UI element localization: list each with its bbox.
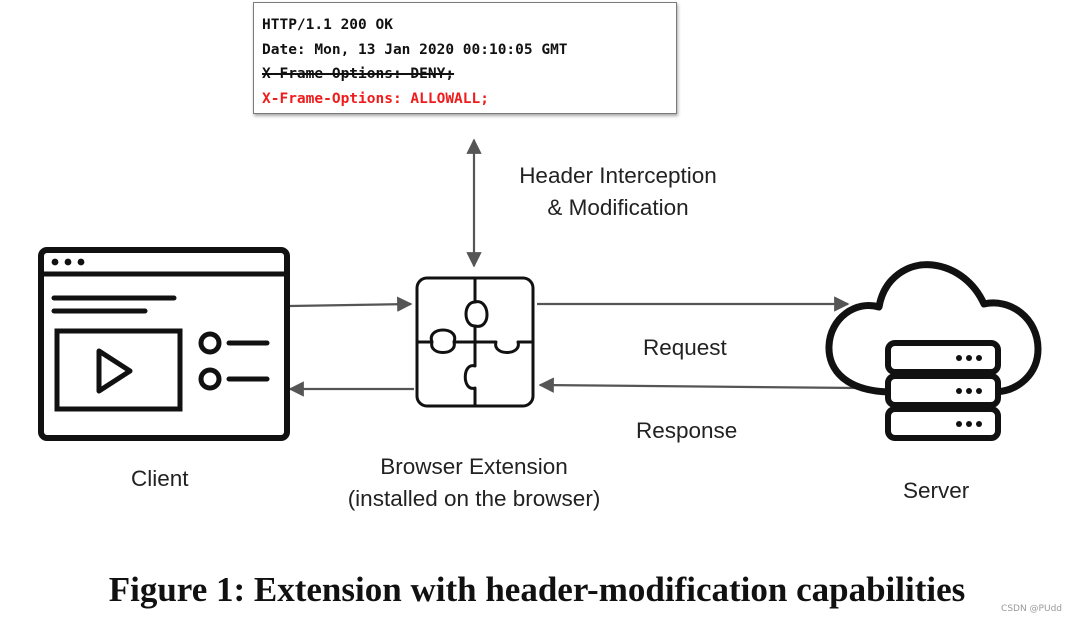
http-response-box: HTTP/1.1 200 OK Date: Mon, 13 Jan 2020 0…: [253, 2, 677, 114]
server-label: Server: [903, 478, 970, 503]
puzzle-icon: [415, 276, 535, 408]
response-label: Response: [636, 418, 738, 443]
interception-label-line1: Header Interception: [519, 163, 717, 188]
response-arrow: [538, 377, 859, 393]
browser-window-icon: [38, 247, 290, 441]
http-status-line: HTTP/1.1 200 OK: [262, 17, 393, 33]
extension-label-line2: (installed on the browser): [347, 486, 601, 511]
interception-label-line2: & Modification: [547, 195, 689, 220]
extension-label: Browser Extension (installed on the brow…: [314, 451, 634, 515]
client-to-extension-arrow: [289, 296, 413, 312]
extension-label-line1: Browser Extension: [380, 454, 568, 479]
figure-caption: Figure 1: Extension with header-modifica…: [108, 570, 966, 609]
request-label: Request: [643, 335, 727, 360]
http-original-xfo-line: X-Frame-Options: DENY;: [262, 66, 455, 82]
http-modified-xfo-line: X-Frame-Options: ALLOWALL;: [262, 90, 489, 107]
cloud-server-icon: [825, 261, 1042, 441]
http-date-line: Date: Mon, 13 Jan 2020 00:10:05 GMT: [262, 41, 568, 58]
interception-label: Header Interception & Modification: [488, 160, 748, 224]
client-label: Client: [131, 466, 189, 491]
watermark: CSDN @PUdd: [1001, 604, 1062, 614]
